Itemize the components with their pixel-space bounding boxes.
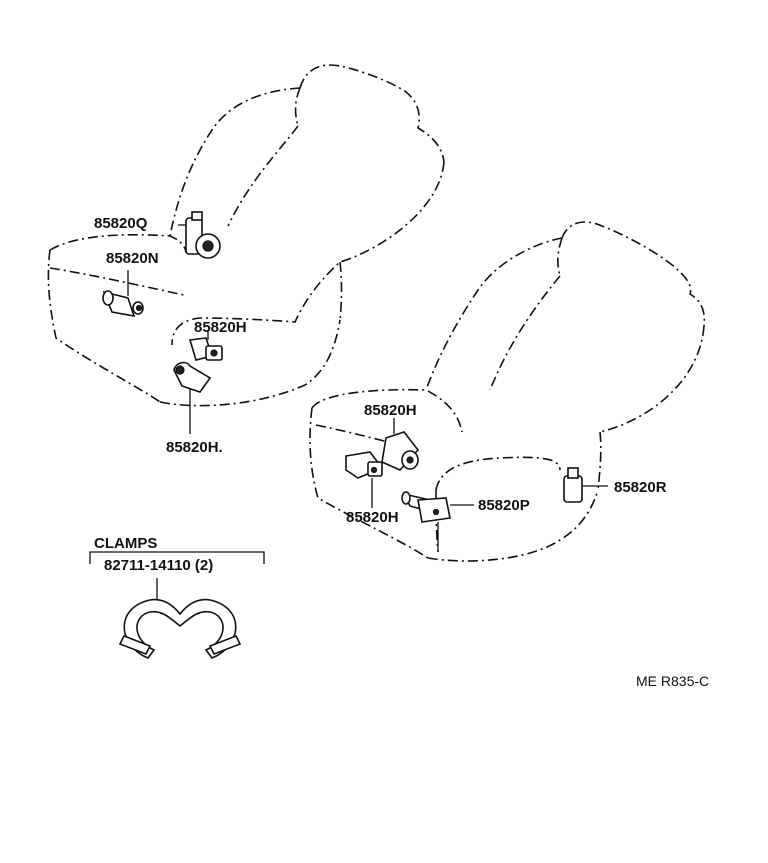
- right-cushion-outline: [311, 388, 463, 433]
- left-seatback-outline: [169, 87, 301, 237]
- clamps-part-number: 82711-14110 (2): [104, 557, 213, 574]
- right-seat: [309, 221, 706, 562]
- switch-85820q: [178, 211, 221, 259]
- left-cushion-outline: [49, 234, 187, 253]
- label-85820h-right-upper: 85820H: [364, 402, 417, 419]
- switch-85820h-upper: [188, 330, 223, 361]
- switch-85820n: [102, 270, 144, 318]
- label-85820r: 85820R: [614, 479, 667, 496]
- label-85820p: 85820P: [478, 497, 530, 514]
- clamps-callout: CLAMPS 82711-14110 (2): [89, 535, 265, 600]
- reference-code: ME R835-C: [636, 673, 709, 689]
- label-85820h-left-lower: 85820H.: [166, 439, 223, 456]
- label-85820h-right-lower: 85820H: [346, 509, 399, 526]
- clamps-title: CLAMPS: [94, 535, 157, 552]
- left-headrest-outline: [299, 64, 445, 163]
- clamp-part: [118, 598, 242, 659]
- label-85820h-left-upper: 85820H: [194, 319, 247, 336]
- switch-85820h-right-lower: [345, 451, 384, 508]
- switch-85820p: [401, 491, 474, 552]
- switch-85820h-right-upper: [381, 418, 420, 471]
- switch-85820r: [563, 467, 608, 503]
- switch-85820h-lower: [173, 361, 212, 434]
- label-85820n: 85820N: [106, 250, 159, 267]
- label-85820q: 85820Q: [94, 215, 148, 232]
- left-seat: [47, 64, 445, 407]
- right-headrest-outline: [561, 221, 706, 327]
- right-seatback-outline: [425, 237, 563, 391]
